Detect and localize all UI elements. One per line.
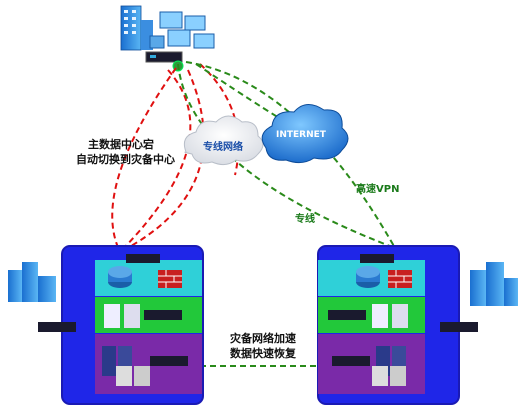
backup-datacenter: [317, 245, 478, 405]
gateway-device-icon: [38, 322, 76, 332]
office-building-icon: [8, 262, 56, 302]
server-rack-icon: [328, 304, 408, 328]
server-rack-icon: [104, 304, 182, 328]
private-line-label: 专线: [295, 214, 315, 225]
gateway-device-icon: [145, 51, 184, 72]
office-building-icon: [120, 5, 153, 51]
cloud-icon: [183, 115, 264, 166]
main-datacenter: [38, 245, 204, 405]
office-building-icon: [470, 262, 518, 306]
accel-label-line2: 数据快速恢复: [230, 347, 296, 360]
firewall-icon: [388, 270, 412, 288]
failover-label-line2: 自动切换到灾备中心: [76, 153, 175, 166]
gateway-device-icon: [360, 254, 394, 263]
disk-stack-icon: [116, 366, 150, 386]
gateway-device-icon: [440, 322, 478, 332]
router-icon: [356, 266, 380, 288]
firewall-icon: [158, 270, 182, 288]
private-line-network-label: 专线网络: [203, 142, 243, 153]
failover-label-line1: 主数据中心宕: [88, 138, 154, 151]
router-icon: [108, 266, 132, 288]
high-speed-vpn-label: 高速VPN: [356, 184, 400, 195]
internet-label: INTERNET: [276, 130, 326, 140]
gateway-device-icon: [126, 254, 160, 263]
accel-label-line1: 灾备网络加速: [230, 332, 296, 345]
computer-icon: [149, 11, 215, 49]
disk-stack-icon: [372, 366, 406, 386]
internet-cloud-icon: [261, 104, 349, 164]
